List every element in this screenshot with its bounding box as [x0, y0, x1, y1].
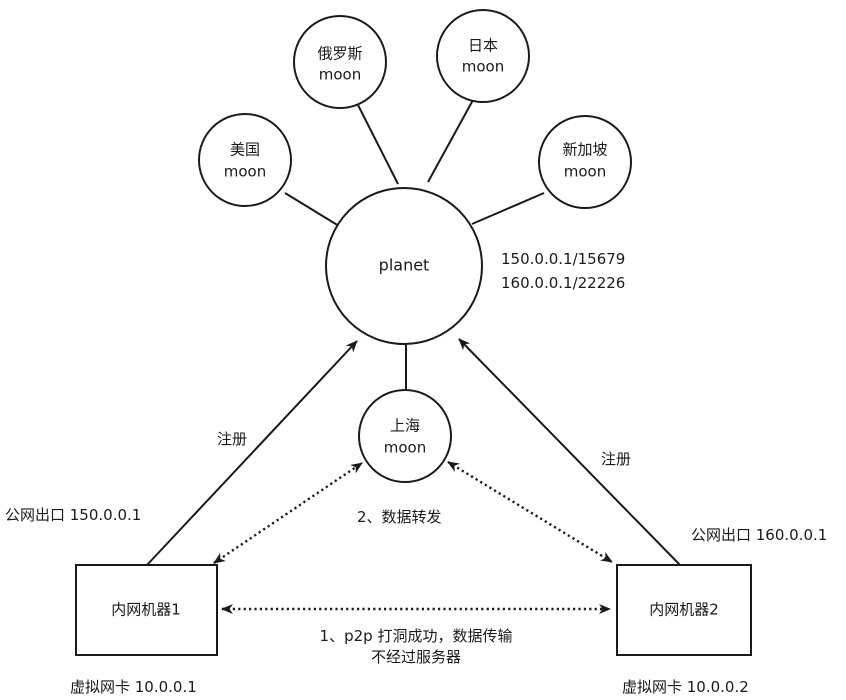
node-planet: planet — [325, 187, 483, 345]
node-moon-japan-line2: moon — [462, 58, 504, 76]
edge-japan-planet — [427, 99, 474, 183]
node-host2: 内网机器2 — [616, 564, 752, 656]
register-arrow-host2 — [458, 338, 681, 566]
relay-label: 2、数据转发 — [357, 508, 442, 526]
node-moon-shanghai-line1: 上海 — [390, 417, 420, 435]
node-host1-label: 内网机器1 — [111, 601, 181, 619]
relay-arrow-shanghai-host2 — [447, 460, 613, 564]
planet-address-1: 150.0.0.1/15679 — [501, 250, 625, 268]
node-moon-russia: 俄罗斯 moon — [293, 15, 387, 109]
node-moon-usa-line1: 美国 — [230, 141, 260, 159]
node-moon-usa: 美国 moon — [198, 113, 292, 207]
node-host2-label: 内网机器2 — [649, 601, 719, 619]
node-moon-russia-line1: 俄罗斯 — [317, 45, 362, 63]
edge-russia-planet — [357, 104, 399, 185]
virtual-nic-left: 虚拟网卡 10.0.0.1 — [70, 678, 197, 696]
node-moon-shanghai: 上海 moon — [358, 389, 452, 483]
node-moon-russia-line2: moon — [319, 66, 361, 84]
register-arrow-host1 — [146, 340, 358, 566]
node-moon-japan-line1: 日本 — [468, 37, 498, 55]
node-planet-label: planet — [379, 256, 430, 275]
edge-singapore-planet — [471, 192, 545, 225]
node-moon-usa-line2: moon — [224, 163, 266, 181]
node-moon-singapore-line2: moon — [564, 163, 606, 181]
p2p-label-line1: 1、p2p 打洞成功，数据传输 — [320, 627, 513, 645]
public-exit-left: 公网出口 150.0.0.1 — [5, 506, 141, 524]
register-label-right: 注册 — [601, 450, 631, 468]
planet-address-2: 160.0.0.1/22226 — [501, 274, 625, 292]
node-host1: 内网机器1 — [75, 564, 218, 656]
public-exit-right: 公网出口 160.0.0.1 — [691, 526, 827, 544]
node-moon-singapore-line1: 新加坡 — [562, 141, 607, 159]
edge-usa-planet — [284, 192, 340, 227]
register-label-left: 注册 — [217, 430, 247, 448]
node-moon-singapore: 新加坡 moon — [538, 115, 632, 209]
relay-arrow-host1-shanghai — [213, 462, 363, 564]
p2p-label-line2: 不经过服务器 — [371, 648, 461, 666]
node-moon-japan: 日本 moon — [436, 9, 530, 103]
node-moon-shanghai-line2: moon — [384, 439, 426, 457]
virtual-nic-right: 虚拟网卡 10.0.0.2 — [622, 678, 749, 696]
